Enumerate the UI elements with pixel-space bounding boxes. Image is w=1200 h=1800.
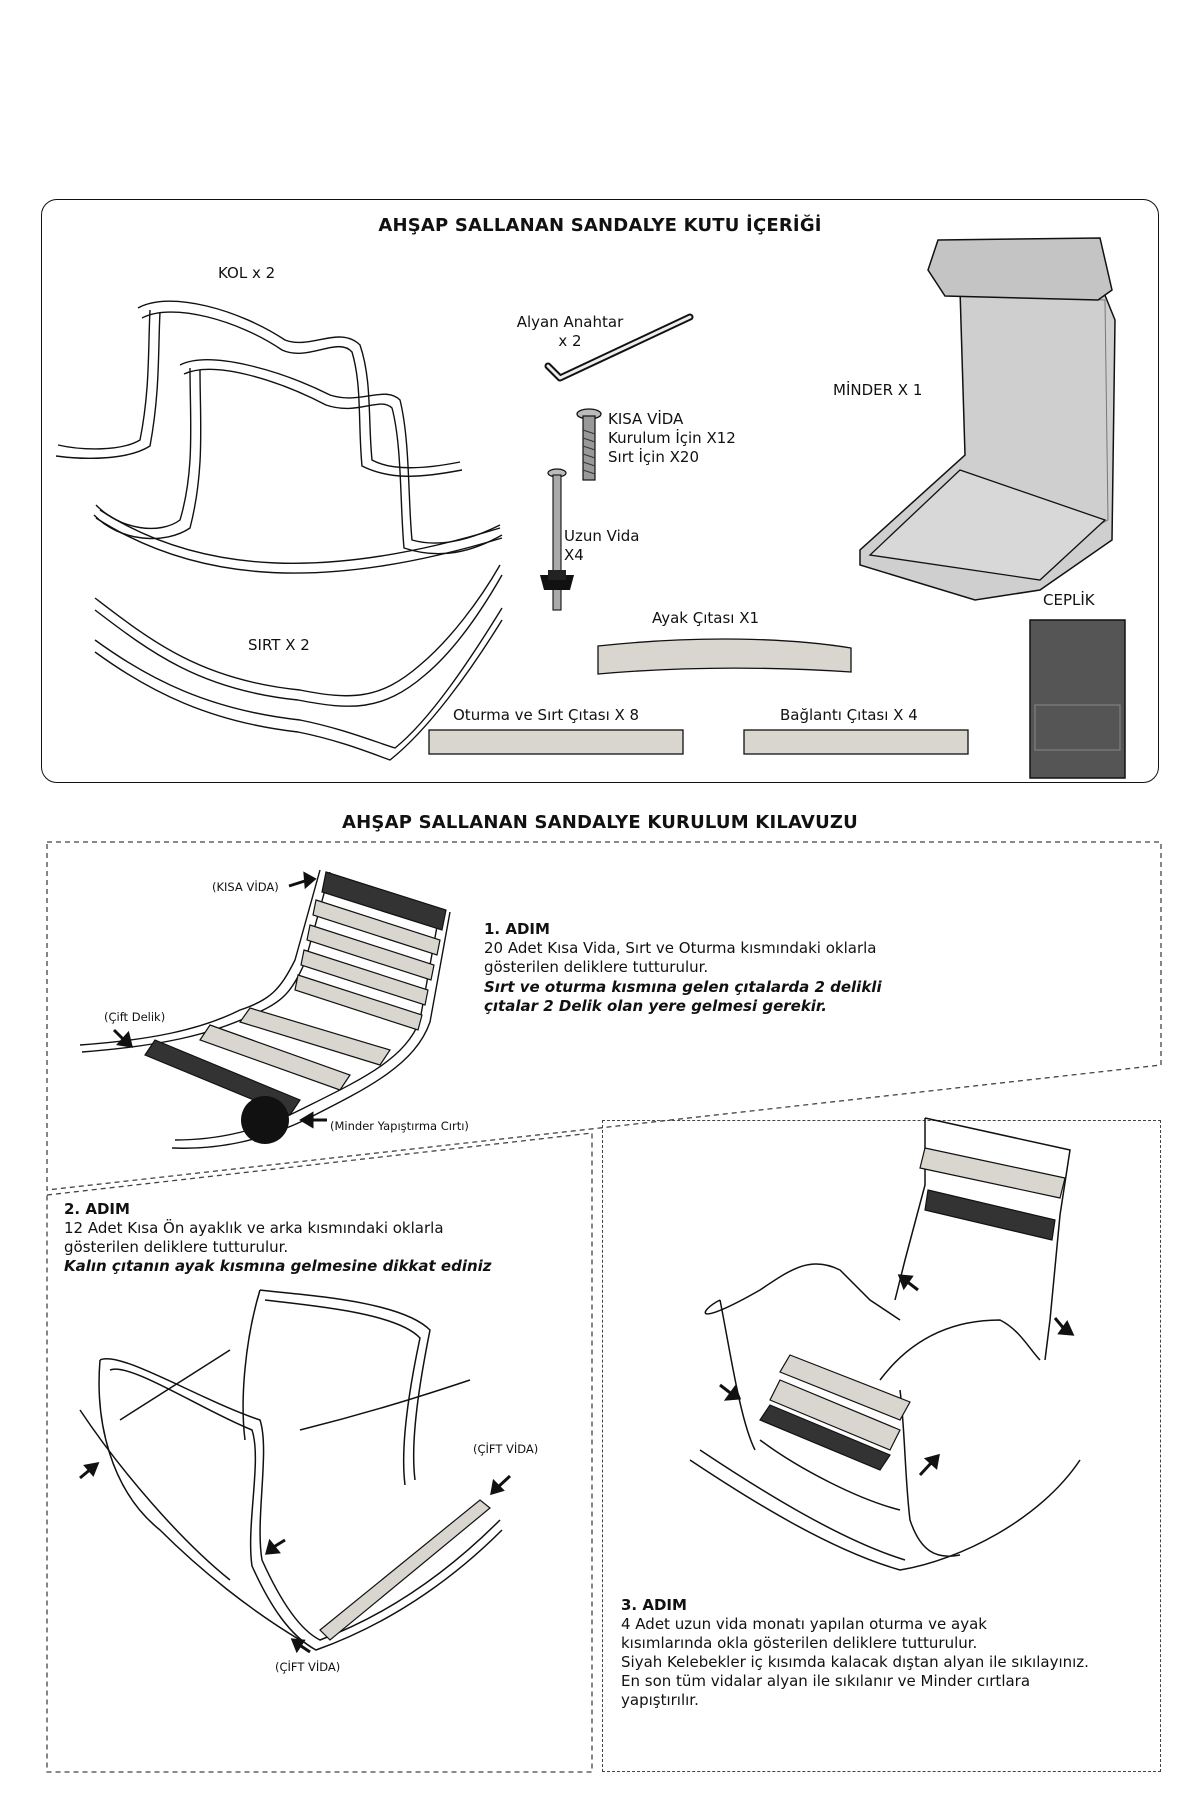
box-contents-title: AHŞAP SALLANAN SANDALYE KUTU İÇERİĞİ bbox=[378, 215, 822, 236]
assembly-guide-title: AHŞAP SALLANAN SANDALYE KURULUM KILAVUZU bbox=[342, 812, 858, 833]
alyan-label-line1: Alyan Anahtar bbox=[516, 313, 624, 331]
kisa-vida-label-line1: KISA VİDA bbox=[608, 410, 684, 428]
step1-minder-cirt-label: (Minder Yapıştırma Cırtı) bbox=[330, 1119, 469, 1133]
uzun-vida-label-line1: Uzun Vida bbox=[564, 527, 640, 545]
step2-text-line1: 12 Adet Kısa Ön ayaklık ve arka kısmında… bbox=[64, 1219, 444, 1237]
box-contents-panel bbox=[41, 199, 1159, 783]
step2-title: 2. ADIM bbox=[64, 1200, 130, 1218]
step2-text-line2: gösterilen deliklere tutturulur. bbox=[64, 1238, 289, 1256]
step2-cift-vida-right-label: (ÇİFT VİDA) bbox=[473, 1442, 539, 1456]
alyan-label-line2: x 2 bbox=[558, 332, 582, 350]
step3-line1: 4 Adet uzun vida monatı yapılan oturma v… bbox=[621, 1615, 987, 1633]
minder-label: MİNDER X 1 bbox=[833, 381, 923, 399]
step3-line5: yapıştırılır. bbox=[621, 1691, 699, 1709]
step1-text-line2: gösterilen deliklere tutturulur. bbox=[484, 958, 709, 976]
uzun-vida-label-line2: X4 bbox=[564, 546, 584, 564]
baglanti-citasi-label: Bağlantı Çıtası X 4 bbox=[780, 706, 918, 724]
step3-title: 3. ADIM bbox=[621, 1596, 687, 1614]
step2-cift-vida-bottom-label: (ÇİFT VİDA) bbox=[275, 1660, 341, 1674]
step1-emphasis-line1: Sırt ve oturma kısmına gelen çıtalarda 2… bbox=[484, 978, 882, 996]
step1-text-line1: 20 Adet Kısa Vida, Sırt ve Oturma kısmın… bbox=[484, 939, 877, 957]
step3-border bbox=[602, 1120, 1161, 1772]
kisa-vida-label-line2: Kurulum İçin X12 bbox=[608, 429, 736, 447]
ayak-citasi-label: Ayak Çıtası X1 bbox=[652, 609, 760, 627]
step3-line3: Siyah Kelebekler iç kısımda kalacak dışt… bbox=[621, 1653, 1089, 1671]
step3-line4: En son tüm vidalar alyan ile sıkılanır v… bbox=[621, 1672, 1031, 1690]
ceplik-label: CEPLİK bbox=[1043, 591, 1095, 609]
step1-kisa-vida-label: (KISA VİDA) bbox=[212, 880, 279, 894]
sirt-label: SIRT X 2 bbox=[248, 636, 310, 654]
step1-emphasis-line2: çıtalar 2 Delik olan yere gelmesi gereki… bbox=[484, 997, 827, 1015]
kisa-vida-label-line3: Sırt İçin X20 bbox=[608, 448, 699, 466]
kol-label: KOL x 2 bbox=[218, 264, 276, 282]
step3-line2: kısımlarında okla gösterilen deliklere t… bbox=[621, 1634, 978, 1652]
step1-title: 1. ADIM bbox=[484, 920, 550, 938]
step2-emphasis: Kalın çıtanın ayak kısmına gelmesine dik… bbox=[64, 1257, 492, 1275]
step1-cift-delik-label: (Çift Delik) bbox=[104, 1010, 166, 1024]
oturma-citasi-label: Oturma ve Sırt Çıtası X 8 bbox=[453, 706, 640, 724]
